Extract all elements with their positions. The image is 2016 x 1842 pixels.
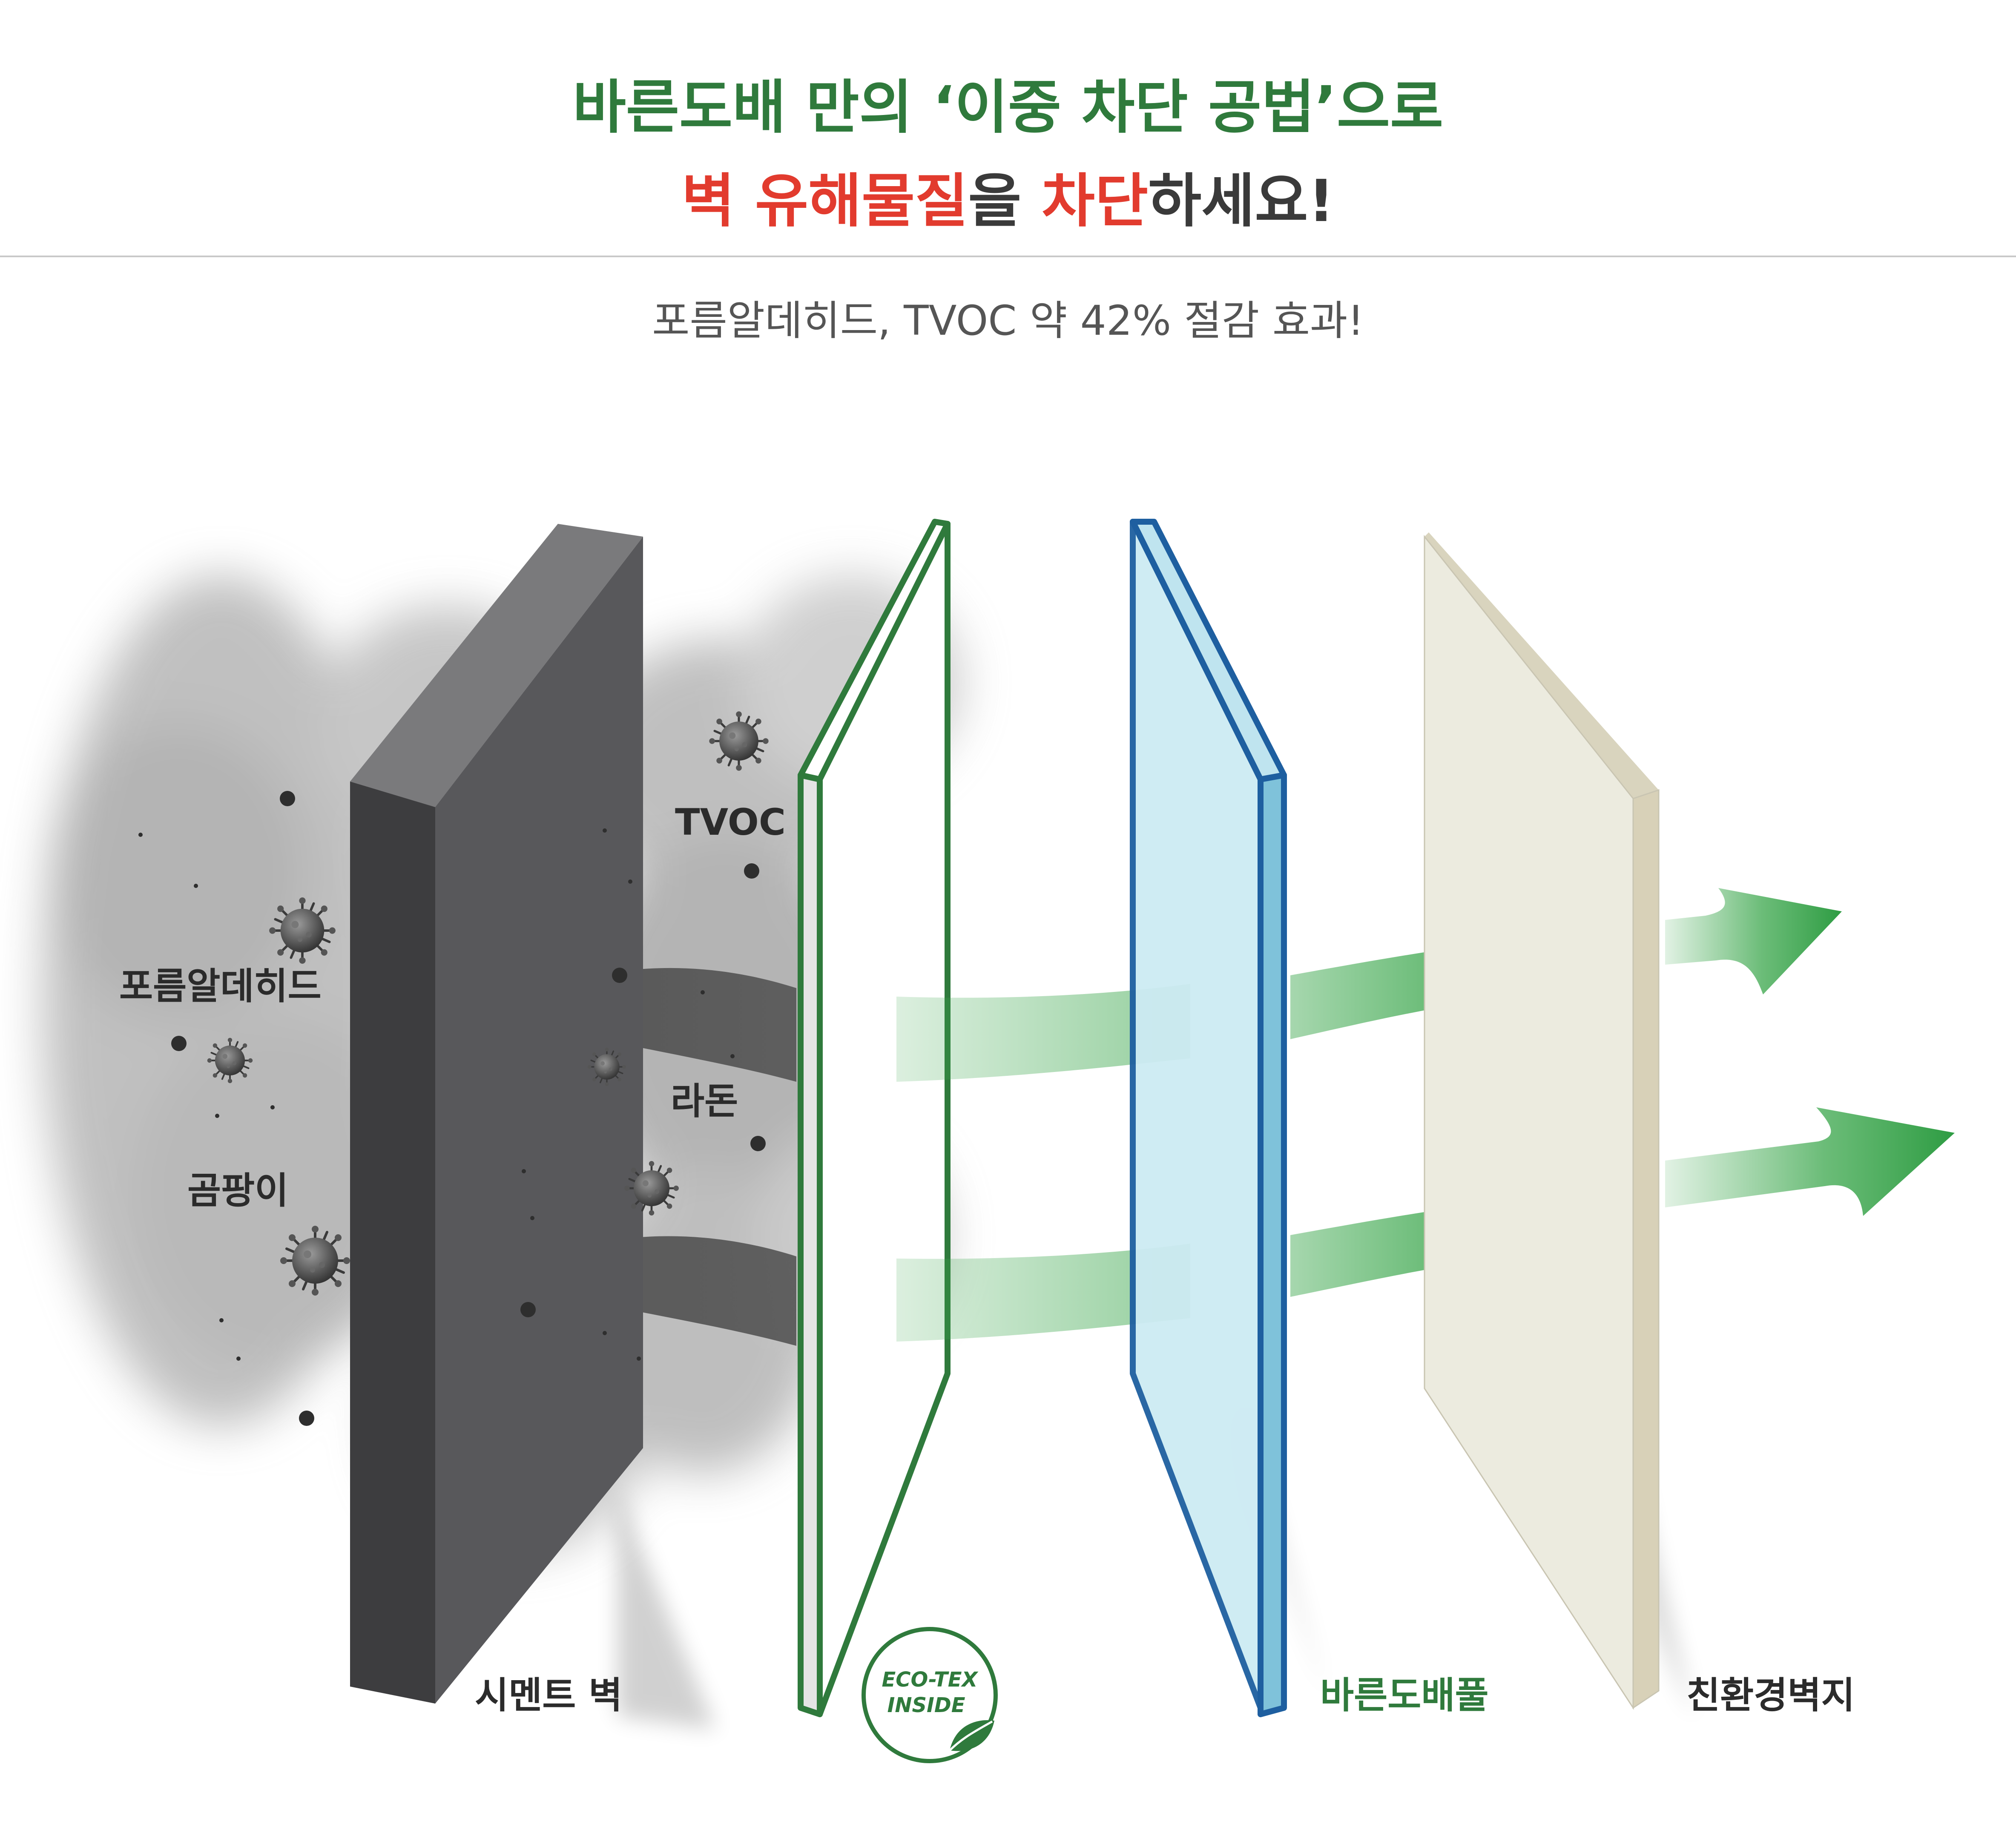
badge-line-2: INSIDE	[887, 1693, 965, 1717]
headline-line-2: 벽 유해물질을 차단하세요!	[0, 172, 2016, 230]
badge-line-1: ECO-TEX	[882, 1668, 978, 1692]
cement-wall	[350, 524, 715, 1729]
wallpaper-layer	[1424, 532, 1695, 1721]
clean-air-arrow-lower	[1665, 1107, 1955, 1216]
headline-text-end: 하세요!	[1148, 168, 1335, 235]
leaf-icon	[950, 1720, 994, 1751]
header-divider	[0, 256, 2016, 257]
eco-tex-badge: ECO-TEX INSIDE	[862, 1627, 998, 1763]
label-wallpaper: 친환경벽지	[1686, 1674, 1855, 1717]
pollutant-particles	[138, 791, 766, 1426]
label-radon: 라돈	[671, 1080, 738, 1123]
clean-stream-upper-1	[896, 984, 1190, 1082]
headline-text: 을	[968, 168, 1042, 235]
label-cement-wall: 시멘트 벽	[475, 1674, 622, 1717]
label-glue: 바른도배풀	[1320, 1674, 1489, 1717]
headline-highlight-block: 차단	[1041, 168, 1149, 235]
label-mold: 곰팡이	[187, 1170, 288, 1212]
glue-layer	[1130, 519, 1329, 1717]
label-formaldehyde: 포름알데히드	[119, 965, 322, 1008]
clean-air-arrow-upper	[1665, 888, 1842, 994]
label-tvoc: TVOC	[675, 801, 786, 844]
headline-line-1: 바른도배 만의 ‘이중 차단 공법’으로	[572, 74, 1444, 141]
subtitle: 포름알데히드, TVOC 약 42% 절감 효과!	[652, 297, 1364, 345]
eco-tex-layer	[798, 519, 951, 1717]
clean-stream-lower-1	[896, 1244, 1190, 1342]
headline-highlight-harmful: 벽 유해물질	[681, 168, 968, 235]
